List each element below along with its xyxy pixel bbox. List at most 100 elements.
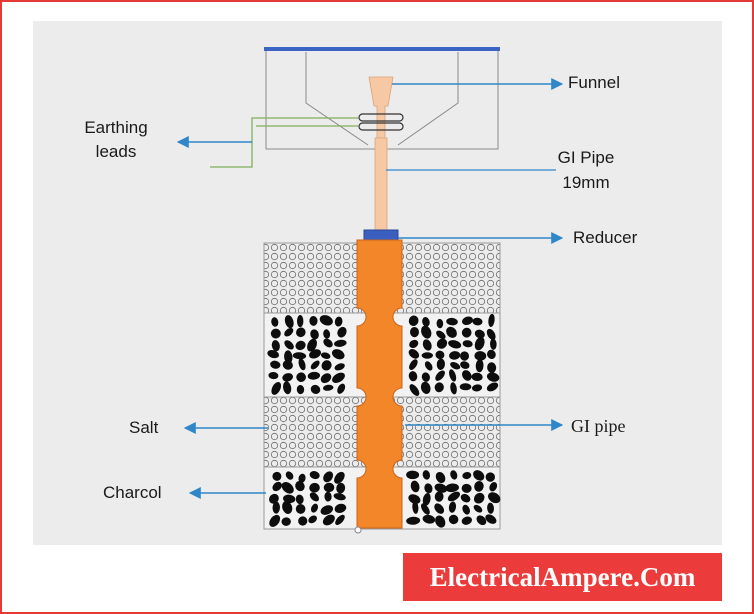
charcoal-piece	[424, 361, 433, 371]
charcoal-piece	[422, 470, 431, 480]
charcoal-piece	[285, 471, 294, 480]
gi-pipe-label: GI pipe	[571, 416, 626, 436]
charcoal-piece	[308, 515, 317, 524]
charcoal-piece	[410, 480, 420, 493]
charcoal-piece	[446, 317, 458, 326]
charcoal-piece	[434, 483, 448, 493]
charcoal-piece	[462, 504, 470, 515]
charcoal-piece	[409, 384, 420, 396]
charcoal-piece	[284, 315, 294, 329]
charcoal-pieces	[267, 313, 501, 528]
charcoal-piece	[322, 384, 334, 391]
gi-pipe-19mm-shape	[374, 137, 388, 231]
charcoal-piece	[310, 360, 320, 370]
charcoal-piece	[295, 504, 306, 514]
charcoal-piece	[322, 514, 335, 526]
funnel-label: Funnel	[568, 73, 620, 92]
callout-arrows	[176, 78, 564, 499]
charcoal-piece	[424, 483, 433, 494]
charcoal-piece	[269, 493, 279, 504]
charcoal-piece	[320, 505, 334, 515]
gi-pipe-19mm-label-line1: GI Pipe	[557, 148, 615, 167]
charcoal-piece	[309, 349, 322, 359]
charcoal-piece	[295, 340, 306, 351]
charcoal-piece	[434, 491, 444, 502]
charcoal-piece	[283, 381, 292, 395]
charcoal-piece	[270, 360, 281, 369]
charcoal-piece	[320, 352, 331, 359]
charcoal-piece	[319, 315, 333, 326]
charcoal-piece	[333, 493, 346, 501]
charcoal-piece	[307, 371, 321, 380]
charcoal-piece	[459, 383, 472, 391]
charcoal-piece	[489, 338, 497, 350]
gi-pipe-main-shape	[356, 239, 403, 529]
charcoal-piece	[323, 338, 333, 348]
charcoal-piece	[284, 350, 293, 364]
charcoal-piece	[434, 503, 445, 514]
charcoal-label: Charcol	[103, 483, 162, 502]
charcoal-piece	[450, 470, 458, 480]
charcoal-piece	[334, 316, 343, 327]
charcoal-piece	[421, 372, 430, 382]
charcoal-piece	[473, 470, 485, 481]
charcoal-piece	[272, 501, 280, 514]
charcoal-piece	[487, 362, 497, 374]
charcoal-piece	[474, 329, 485, 339]
earthing-leads-label-line2: leads	[95, 142, 137, 161]
charcoal-piece	[488, 313, 495, 327]
charcoal-piece	[272, 481, 282, 492]
charcoal-piece	[422, 339, 432, 351]
charcoal-piece	[309, 482, 320, 493]
charcoal-piece	[450, 361, 461, 370]
charcoal-piece	[448, 514, 459, 525]
charcoal-piece	[445, 483, 459, 493]
charcoal-piece	[272, 471, 282, 481]
charcoal-piece	[309, 492, 319, 502]
charcoal-piece	[406, 516, 421, 525]
charcoal-piece	[323, 471, 334, 483]
charcoal-piece	[471, 384, 483, 392]
charcoal-piece	[487, 349, 496, 360]
charcoal-piece	[462, 316, 473, 326]
charcoal-piece	[270, 328, 281, 339]
charcoal-piece	[295, 481, 305, 492]
charcoal-piece	[460, 361, 470, 369]
charcoal-piece	[283, 494, 296, 504]
charcoal-piece	[310, 329, 319, 340]
charcoal-piece	[323, 482, 335, 493]
charcoal-piece	[435, 515, 446, 528]
charcoal-piece	[461, 327, 472, 338]
charcoal-piece	[422, 514, 436, 524]
charcoal-piece	[268, 371, 279, 380]
charcoal-piece	[471, 372, 483, 382]
charcoal-piece	[449, 369, 457, 382]
charcoal-piece	[435, 370, 445, 381]
charcoal-piece	[281, 517, 291, 526]
charcoal-piece	[284, 327, 294, 337]
charcoal-piece	[334, 363, 345, 371]
charcoal-piece	[476, 515, 487, 526]
charcoal-piece	[284, 340, 294, 350]
charcoal-piece	[282, 360, 293, 370]
charcoal-piece	[485, 472, 496, 482]
charcoal-piece	[269, 514, 281, 527]
charcoal-piece	[473, 504, 483, 513]
charcoal-piece	[334, 471, 345, 484]
charcoal-piece	[334, 503, 347, 513]
charcoal-piece	[460, 493, 471, 503]
charcoal-piece	[296, 327, 306, 338]
charcoal-piece	[408, 371, 418, 382]
charcoal-piece	[446, 326, 457, 338]
charcoal-piece	[486, 382, 499, 392]
charcoal-piece	[486, 372, 500, 382]
charcoal-piece	[406, 470, 420, 480]
charcoal-piece	[295, 494, 304, 505]
brand-banner: ElectricalAmpere.Com	[403, 553, 722, 601]
charcoal-piece	[488, 492, 501, 504]
charcoal-piece	[436, 330, 446, 340]
pit-layers	[263, 242, 501, 530]
charcoal-piece	[292, 352, 307, 360]
charcoal-piece	[421, 352, 433, 359]
charcoal-piece	[409, 326, 419, 338]
